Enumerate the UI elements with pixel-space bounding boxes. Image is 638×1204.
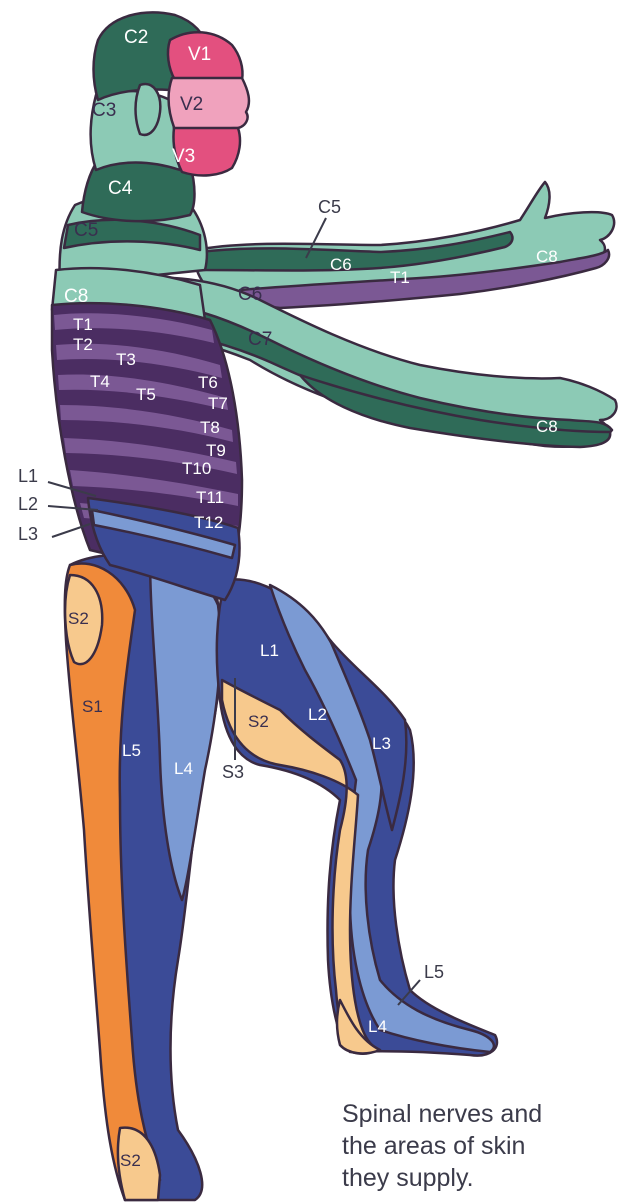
label-c8-lower-hand: C8 [536,417,558,436]
label-c6-upper: C6 [330,255,352,274]
label-t3: T3 [116,350,136,369]
label-t4: T4 [90,372,110,391]
label-c2: C2 [124,27,148,48]
caption-line-2: the areas of skin [342,1130,632,1162]
label-v1: V1 [188,44,211,65]
label-t10: T10 [182,459,211,478]
label-s2-thigh: S2 [248,712,269,731]
caption-line-3: they supply. [342,1162,632,1194]
label-c7: C7 [248,329,272,350]
label-t11: T11 [196,488,224,507]
label-s2-hip: S2 [68,609,89,628]
label-c4: C4 [108,178,133,199]
label-t1: T1 [73,315,93,334]
label-l4-foot: L4 [368,1017,387,1036]
label-t6: T6 [198,373,218,392]
label-v3: V3 [172,146,195,167]
label-c6-lower: C6 [238,284,262,305]
label-l2-side: L2 [18,494,38,514]
ear [136,84,161,135]
label-t5: T5 [136,385,156,404]
label-t8: T8 [200,418,220,437]
label-l1: L1 [260,641,279,660]
label-t2: T2 [73,335,93,354]
label-c5-arm: C5 [318,197,341,217]
caption-line-1: Spinal nerves and [342,1098,632,1130]
label-l4: L4 [174,759,193,778]
label-c3: C3 [92,100,116,121]
label-l3-side: L3 [18,524,38,544]
label-c8-torso: C8 [64,286,88,307]
label-c8-upper-hand: C8 [536,247,558,266]
label-s2-heel: S2 [120,1151,141,1170]
label-s1: S1 [82,697,103,716]
label-t12: T12 [194,513,223,532]
label-t9: T9 [206,441,226,460]
label-t7: T7 [208,394,228,413]
label-v2: V2 [180,94,203,115]
label-l2: L2 [308,705,327,724]
label-l5: L5 [122,741,141,760]
label-l3: L3 [372,734,391,753]
label-t1-arm: T1 [390,268,410,287]
label-c5-neck: C5 [74,220,98,241]
label-s3: S3 [222,762,244,782]
label-l5-foot: L5 [424,962,444,982]
figure-caption: Spinal nerves and the areas of skin they… [342,1098,632,1194]
label-l1-side: L1 [18,466,38,486]
